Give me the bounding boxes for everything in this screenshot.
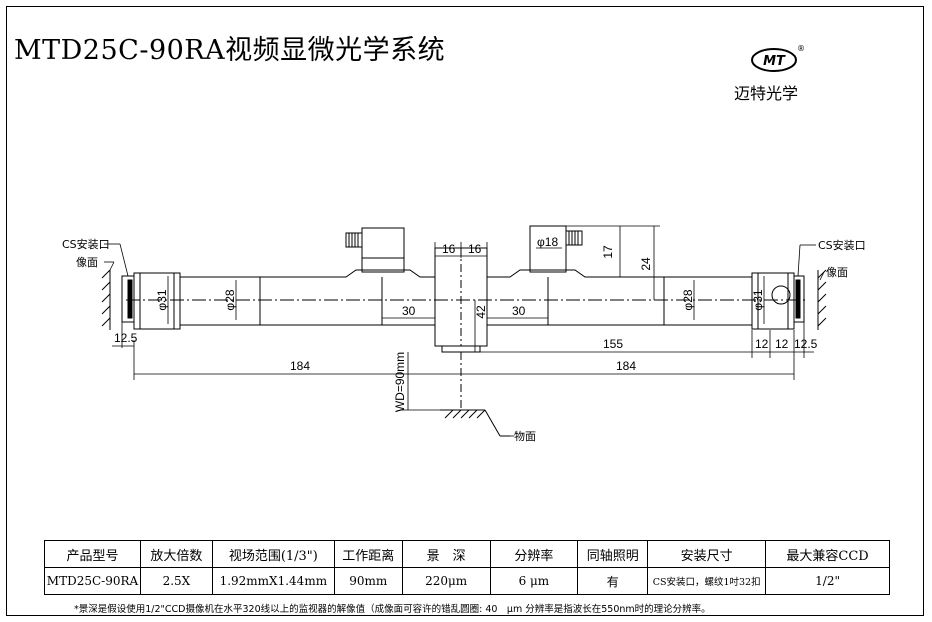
image-plane-label-left: 像面 <box>76 256 98 269</box>
header-cell: 最大兼容CCD <box>765 540 890 568</box>
cell-resolution: 6 μm <box>489 567 579 595</box>
registered-mark: ® <box>797 44 804 53</box>
dim-height-17: 17 <box>601 245 615 259</box>
optical-drawing: CS安装口 像面 CS安装口 像面 物面 φ31 φ28 φ18 φ28 φ31… <box>62 225 866 443</box>
header-cell: 产品型号 <box>44 540 141 568</box>
dim-d28-right: φ28 <box>681 289 695 310</box>
cell-working-distance: 90mm <box>333 567 403 595</box>
dim-length-30-left: 30 <box>402 304 416 318</box>
image-plane-label-right: 像面 <box>826 266 848 279</box>
object-plane <box>440 409 510 437</box>
object-plane-label: 物面 <box>514 429 536 443</box>
dim-12-b: 12 <box>775 337 789 351</box>
dim-184-left: 184 <box>290 359 310 373</box>
company-logo: MT ® <box>748 44 805 74</box>
cell-mount-size: CS安装口，螺纹1吋32扣 <box>647 567 767 595</box>
cell-depth-of-field: 220μm <box>401 567 491 595</box>
header-cell: 同轴照明 <box>577 540 649 568</box>
dim-12-5-right: 12.5 <box>794 337 818 351</box>
header-cell: 安装尺寸 <box>647 540 767 568</box>
spec-table-header: 产品型号 放大倍数 视场范围(1/3") 工作距离 景 深 分辨率 同轴照明 安… <box>44 540 890 568</box>
dim-height-24: 24 <box>639 257 653 271</box>
dim-length-42: 42 <box>474 305 488 319</box>
dim-width-16b: 16 <box>468 242 482 256</box>
dimension-lines <box>104 225 825 437</box>
cell-coaxial-illumination: 有 <box>577 567 649 595</box>
spec-table: 产品型号 放大倍数 视场范围(1/3") 工作距离 景 深 分辨率 同轴照明 安… <box>44 540 890 595</box>
left-barrel <box>133 269 435 330</box>
dim-12-a: 12 <box>755 337 769 351</box>
drawing-frame <box>6 6 924 616</box>
cell-field-of-view: 1.92mmX1.44mm <box>211 567 335 595</box>
cs-mount-label-right: CS安装口 <box>818 238 866 252</box>
company-name: 迈特光学 <box>734 84 799 103</box>
cs-mount-label-left: CS安装口 <box>62 237 110 251</box>
dim-width-16a: 16 <box>442 242 456 256</box>
table-row: MTD25C-90RA 2.5X 1.92mmX1.44mm 90mm 220μ… <box>44 567 890 595</box>
logo-mark: MT <box>763 54 786 69</box>
dim-d31-right: φ31 <box>751 289 765 310</box>
dim-d18: φ18 <box>537 235 558 249</box>
dim-d28-left: φ28 <box>223 289 237 310</box>
footnote: *景深是假设使用1/2"CCD摄像机在水平320线以上的监视器的解像值（成像面可… <box>74 604 711 615</box>
header-cell: 工作距离 <box>333 540 403 568</box>
header-cell: 放大倍数 <box>139 540 213 568</box>
header-cell: 分辨率 <box>489 540 579 568</box>
dim-d31-left: φ31 <box>155 289 169 310</box>
drawing-title: MTD25C-90RA视频显微光学系统 <box>14 35 446 66</box>
dim-working-distance: WD=90mm <box>393 352 407 412</box>
dim-length-30-right: 30 <box>512 304 526 318</box>
dim-184-right: 184 <box>616 359 636 373</box>
header-cell: 视场范围(1/3") <box>211 540 335 568</box>
cell-model: MTD25C-90RA <box>44 567 141 595</box>
cell-max-ccd: 1/2" <box>765 567 890 595</box>
header-cell: 景 深 <box>401 540 491 568</box>
left-focus-knob <box>345 227 405 273</box>
right-cs-mount <box>793 269 827 330</box>
dim-12-5-left: 12.5 <box>114 331 138 345</box>
cell-magnification: 2.5X <box>139 567 213 595</box>
right-focus-knob <box>529 225 583 273</box>
dim-155: 155 <box>603 337 623 351</box>
